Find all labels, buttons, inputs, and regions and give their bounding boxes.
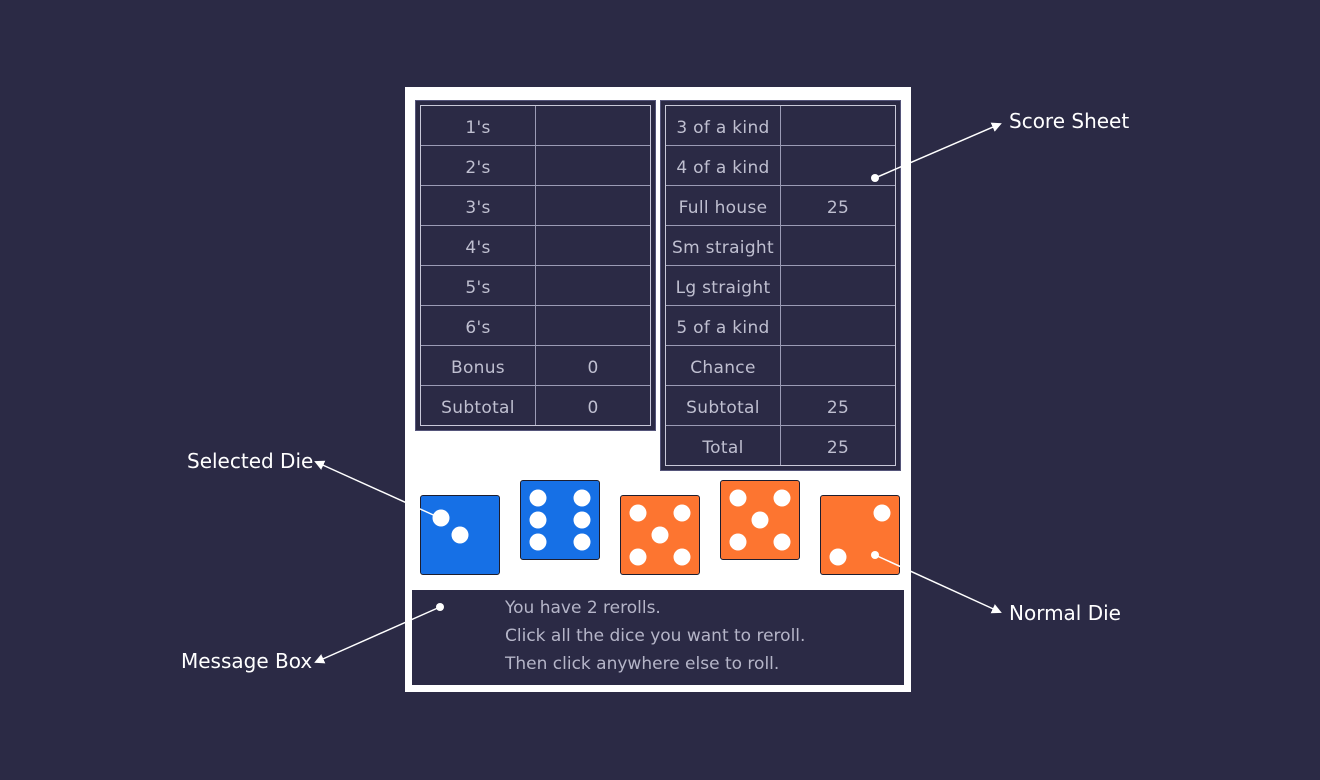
score-value: 25 (826, 397, 850, 418)
score-row-four-of-a-kind[interactable]: 4 of a kind (666, 146, 895, 186)
die-pip (873, 504, 891, 522)
die-pip (729, 489, 747, 507)
score-row-chance[interactable]: Chance (666, 346, 895, 386)
callout-message-box: Message Box (181, 649, 313, 673)
die-1[interactable] (420, 495, 500, 575)
die-pip (529, 511, 547, 529)
die-pip (629, 504, 647, 522)
score-label: 1's (421, 106, 536, 145)
score-row-threes[interactable]: 3's (421, 186, 650, 226)
die-pip (751, 511, 769, 529)
die-pip (573, 511, 591, 529)
callout-score-sheet-arrow (871, 122, 1002, 182)
callout-score-sheet: Score Sheet (1009, 109, 1130, 133)
score-label: 3 of a kind (666, 106, 781, 145)
callout-normal-die: Normal Die (1009, 601, 1121, 625)
score-label: 5 of a kind (666, 306, 781, 345)
score-label: 4 of a kind (666, 146, 781, 185)
score-value: 0 (587, 397, 599, 418)
callout-selected-die: Selected Die (187, 449, 314, 473)
die-2[interactable] (520, 480, 600, 560)
score-value: 25 (826, 197, 850, 218)
score-row-sm-straight[interactable]: Sm straight (666, 226, 895, 266)
message-box: You have 2 rerolls. Click all the dice y… (412, 590, 904, 685)
message-line: You have 2 rerolls. (505, 598, 661, 618)
die-pip (529, 489, 547, 507)
score-sheet-upper: 1's 2's 3's 4's 5's 6's Bonus 0 Subtotal 0 (415, 100, 656, 431)
die-4[interactable] (720, 480, 800, 560)
score-row-full-house[interactable]: Full house 25 (666, 186, 895, 226)
message-line: Click all the dice you want to reroll. (505, 626, 806, 646)
score-label: 4's (421, 226, 536, 265)
die-pip (673, 548, 691, 566)
die-pip (451, 526, 469, 544)
die-pip (629, 548, 647, 566)
score-row-fives[interactable]: 5's (421, 266, 650, 306)
score-label: Subtotal (666, 386, 781, 425)
die-5[interactable] (820, 495, 900, 575)
score-sheet-lower: 3 of a kind 4 of a kind Full house 25 Sm … (660, 100, 901, 471)
score-row-lower-subtotal: Subtotal 25 (666, 386, 895, 426)
score-value: 0 (587, 357, 599, 378)
score-label: 5's (421, 266, 536, 305)
score-label: Lg straight (666, 266, 781, 305)
die-pip (529, 533, 547, 551)
die-pip (573, 533, 591, 551)
die-pip (729, 533, 747, 551)
score-row-sixes[interactable]: 6's (421, 306, 650, 346)
callout-message-box-arrow (314, 603, 444, 664)
score-row-lg-straight[interactable]: Lg straight (666, 266, 895, 306)
score-label: Subtotal (421, 386, 536, 425)
die-3[interactable] (620, 495, 700, 575)
score-label: Sm straight (666, 226, 781, 265)
score-label: Total (666, 426, 781, 465)
score-row-three-of-a-kind[interactable]: 3 of a kind (666, 106, 895, 146)
score-value: 25 (826, 437, 850, 458)
score-row-five-of-a-kind[interactable]: 5 of a kind (666, 306, 895, 346)
score-label: 6's (421, 306, 536, 345)
score-row-bonus: Bonus 0 (421, 346, 650, 386)
die-pip (773, 533, 791, 551)
score-row-total: Total 25 (666, 426, 895, 465)
die-pip (673, 504, 691, 522)
score-label: Bonus (421, 346, 536, 385)
die-pip (773, 489, 791, 507)
score-label: 2's (421, 146, 536, 185)
die-pip (651, 526, 669, 544)
score-label: 3's (421, 186, 536, 225)
message-line: Then click anywhere else to roll. (505, 654, 780, 674)
die-pip (573, 489, 591, 507)
game-panel: 1's 2's 3's 4's 5's 6's Bonus 0 Subtotal 0… (405, 87, 911, 692)
callout-normal-die-arrow (871, 551, 1002, 614)
score-row-ones[interactable]: 1's (421, 106, 650, 146)
callout-selected-die-arrow (314, 460, 444, 522)
score-row-fours[interactable]: 4's (421, 226, 650, 266)
die-pip (829, 548, 847, 566)
score-label: Chance (666, 346, 781, 385)
score-label: Full house (666, 186, 781, 225)
score-row-upper-subtotal: Subtotal 0 (421, 386, 650, 425)
score-row-twos[interactable]: 2's (421, 146, 650, 186)
